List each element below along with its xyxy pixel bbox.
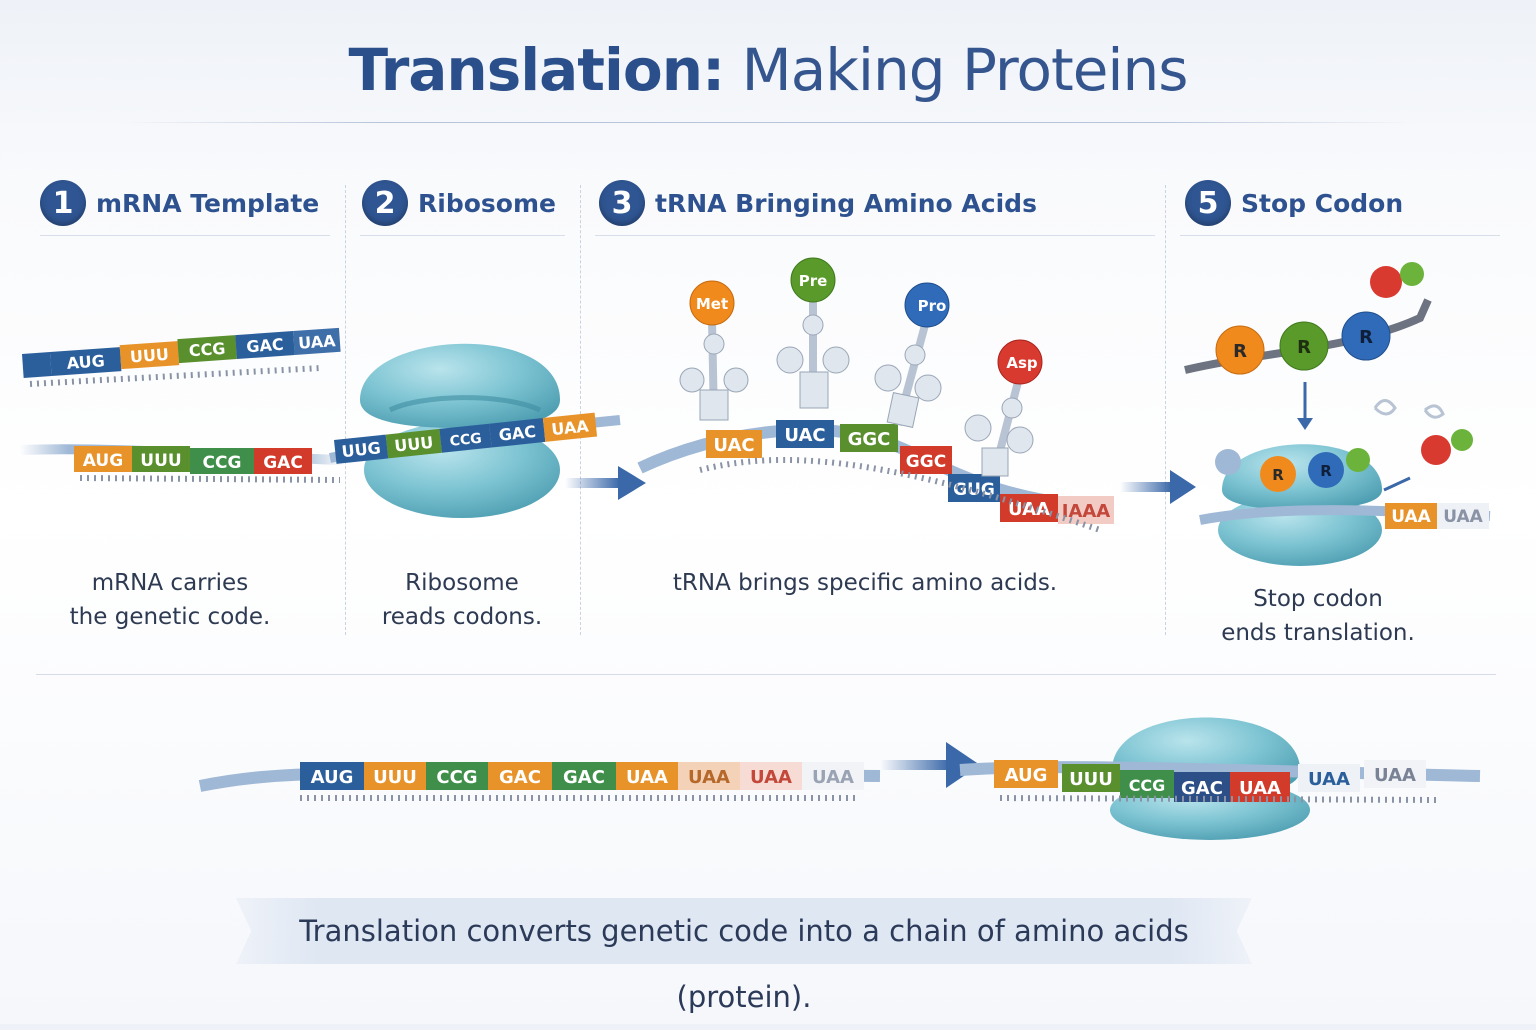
panel1-mrna-bottom: AUG UUU CCG GAC <box>19 444 346 483</box>
bottom-ribosome: AUG UUU CCG GAC UAA UAA UAA <box>959 717 1481 840</box>
codon: GAC <box>263 453 303 473</box>
caption-1-line2: the genetic code. <box>69 604 271 630</box>
arrow-panel2-to-3 <box>565 466 646 500</box>
step-number-1: 1 <box>40 180 86 226</box>
codon: UAA <box>1391 507 1431 527</box>
codon: UAA <box>298 331 337 353</box>
codon: CCG <box>449 431 483 450</box>
codon: GAC <box>498 422 537 445</box>
head-rule-5 <box>1180 235 1500 236</box>
codon: UUU <box>1069 769 1113 790</box>
codon: CCG <box>436 767 477 788</box>
step-number-5: 5 <box>1185 180 1231 226</box>
amino-acid-label: Pre <box>799 272 828 290</box>
amino-acid-label: R <box>1272 466 1284 484</box>
codon: CCG <box>188 339 226 361</box>
step-number-3: 3 <box>599 180 645 226</box>
amino-acid-label: Asp <box>1006 354 1038 372</box>
panel2-ribosome: UUG UUU CCG GAC UAA <box>329 343 621 518</box>
codon: GAC <box>1181 778 1223 799</box>
arrow-panel3-to-5 <box>1120 470 1196 504</box>
caption-5-line2: ends translation. <box>1221 620 1415 646</box>
caption-2: Ribosome reads codons. <box>362 566 562 634</box>
step-header-3: 3 tRNA Bringing Amino Acids <box>599 178 1037 228</box>
panel-divider-3 <box>1165 185 1166 635</box>
caption-3: tRNA brings specific amino acids. <box>600 566 1130 600</box>
panel3-mrna: UAC UAC GGC GGC GUG UAA IAAA <box>637 420 1114 533</box>
step-header-2: 2 Ribosome <box>362 178 556 228</box>
amino-acid-label: Pro <box>918 297 947 315</box>
codon: CCG <box>203 453 242 473</box>
title-light: Making Proteins <box>741 36 1189 104</box>
panel5-protein-chain: R R R <box>1184 262 1432 430</box>
summary-banner <box>236 898 1252 964</box>
head-rule-3 <box>595 235 1155 236</box>
step-label-3: tRNA Bringing Amino Acids <box>655 188 1037 218</box>
codon: GGC <box>848 429 891 450</box>
codon: GGC <box>906 452 946 472</box>
caption-2-line2: reads codons. <box>381 604 543 630</box>
codon: AUG <box>83 451 123 471</box>
codon: UUU <box>140 451 181 471</box>
caption-1: mRNA carries the genetic code. <box>40 566 300 634</box>
trna-met: Met <box>679 280 749 421</box>
caption-1-line1: mRNA carries <box>91 570 249 596</box>
title-rule <box>120 122 1416 123</box>
panel5-ribosome: UAA UAA R R <box>1199 399 1491 566</box>
codon: AUG <box>1005 765 1048 786</box>
bottom-rule <box>36 674 1496 675</box>
bottom-mrna-left: AUG UUU CCG GAC GAC UAA UAA UAA UAA <box>198 762 881 801</box>
caption-5-line1: Stop codon <box>1253 586 1383 612</box>
caption-3-line1: tRNA brings specific amino acids. <box>672 570 1058 596</box>
title-bold: Translation: <box>348 36 726 104</box>
panel-divider-1 <box>345 185 346 635</box>
amino-acid-label: Met <box>696 295 728 313</box>
codon: UUU <box>373 767 417 788</box>
codon: UAC <box>713 435 754 456</box>
amino-acid-label: R <box>1359 327 1373 348</box>
codon: UAA <box>1443 507 1483 527</box>
trna-asp: Asp <box>964 339 1043 477</box>
codon: UUU <box>393 433 434 456</box>
codon: GUG <box>953 480 995 500</box>
codon: UAA <box>812 767 854 788</box>
amino-acid-label: R <box>1320 462 1332 480</box>
step-number-2: 2 <box>362 180 408 226</box>
amino-acid-label: R <box>1233 341 1247 362</box>
codon: UAA <box>1308 769 1350 790</box>
codon: GAC <box>246 335 285 357</box>
step-label-1: mRNA Template <box>96 188 320 218</box>
summary-text: Translation converts genetic code into a… <box>299 914 1189 1014</box>
caption-5: Stop codon ends translation. <box>1190 582 1446 650</box>
codon: IAAA <box>1062 501 1111 522</box>
step-header-1: 1 mRNA Template <box>40 178 319 228</box>
codon: UAA <box>750 767 792 788</box>
head-rule-1 <box>40 235 330 236</box>
step-label-2: Ribosome <box>418 188 556 218</box>
codon: UUU <box>129 345 169 367</box>
codon: UAA <box>550 416 590 439</box>
codon: AUG <box>311 767 354 788</box>
trna-pro: Pro <box>874 282 950 428</box>
head-rule-2 <box>360 235 565 236</box>
step-header-5: 5 Stop Codon <box>1185 178 1403 228</box>
panel-divider-2 <box>580 185 581 635</box>
codon: UAC <box>784 425 825 446</box>
trna-pre: Pre <box>776 257 850 409</box>
codon: UAA <box>626 767 668 788</box>
panel1-mrna-top: AUG UUU CCG GAC UAA <box>18 327 341 387</box>
codon: GAC <box>499 767 541 788</box>
codon: CCG <box>1129 776 1166 795</box>
codon: GAC <box>563 767 605 788</box>
codon: UAA <box>688 767 730 788</box>
caption-2-line1: Ribosome <box>405 570 519 596</box>
amino-acid-label: R <box>1297 337 1311 358</box>
codon: UAA <box>1239 778 1281 799</box>
page-title: Translation: Making Proteins <box>0 36 1536 104</box>
codon: UAA <box>1374 765 1416 786</box>
codon: UUG <box>341 438 382 461</box>
codon: AUG <box>66 351 105 373</box>
step-label-5: Stop Codon <box>1241 188 1404 218</box>
